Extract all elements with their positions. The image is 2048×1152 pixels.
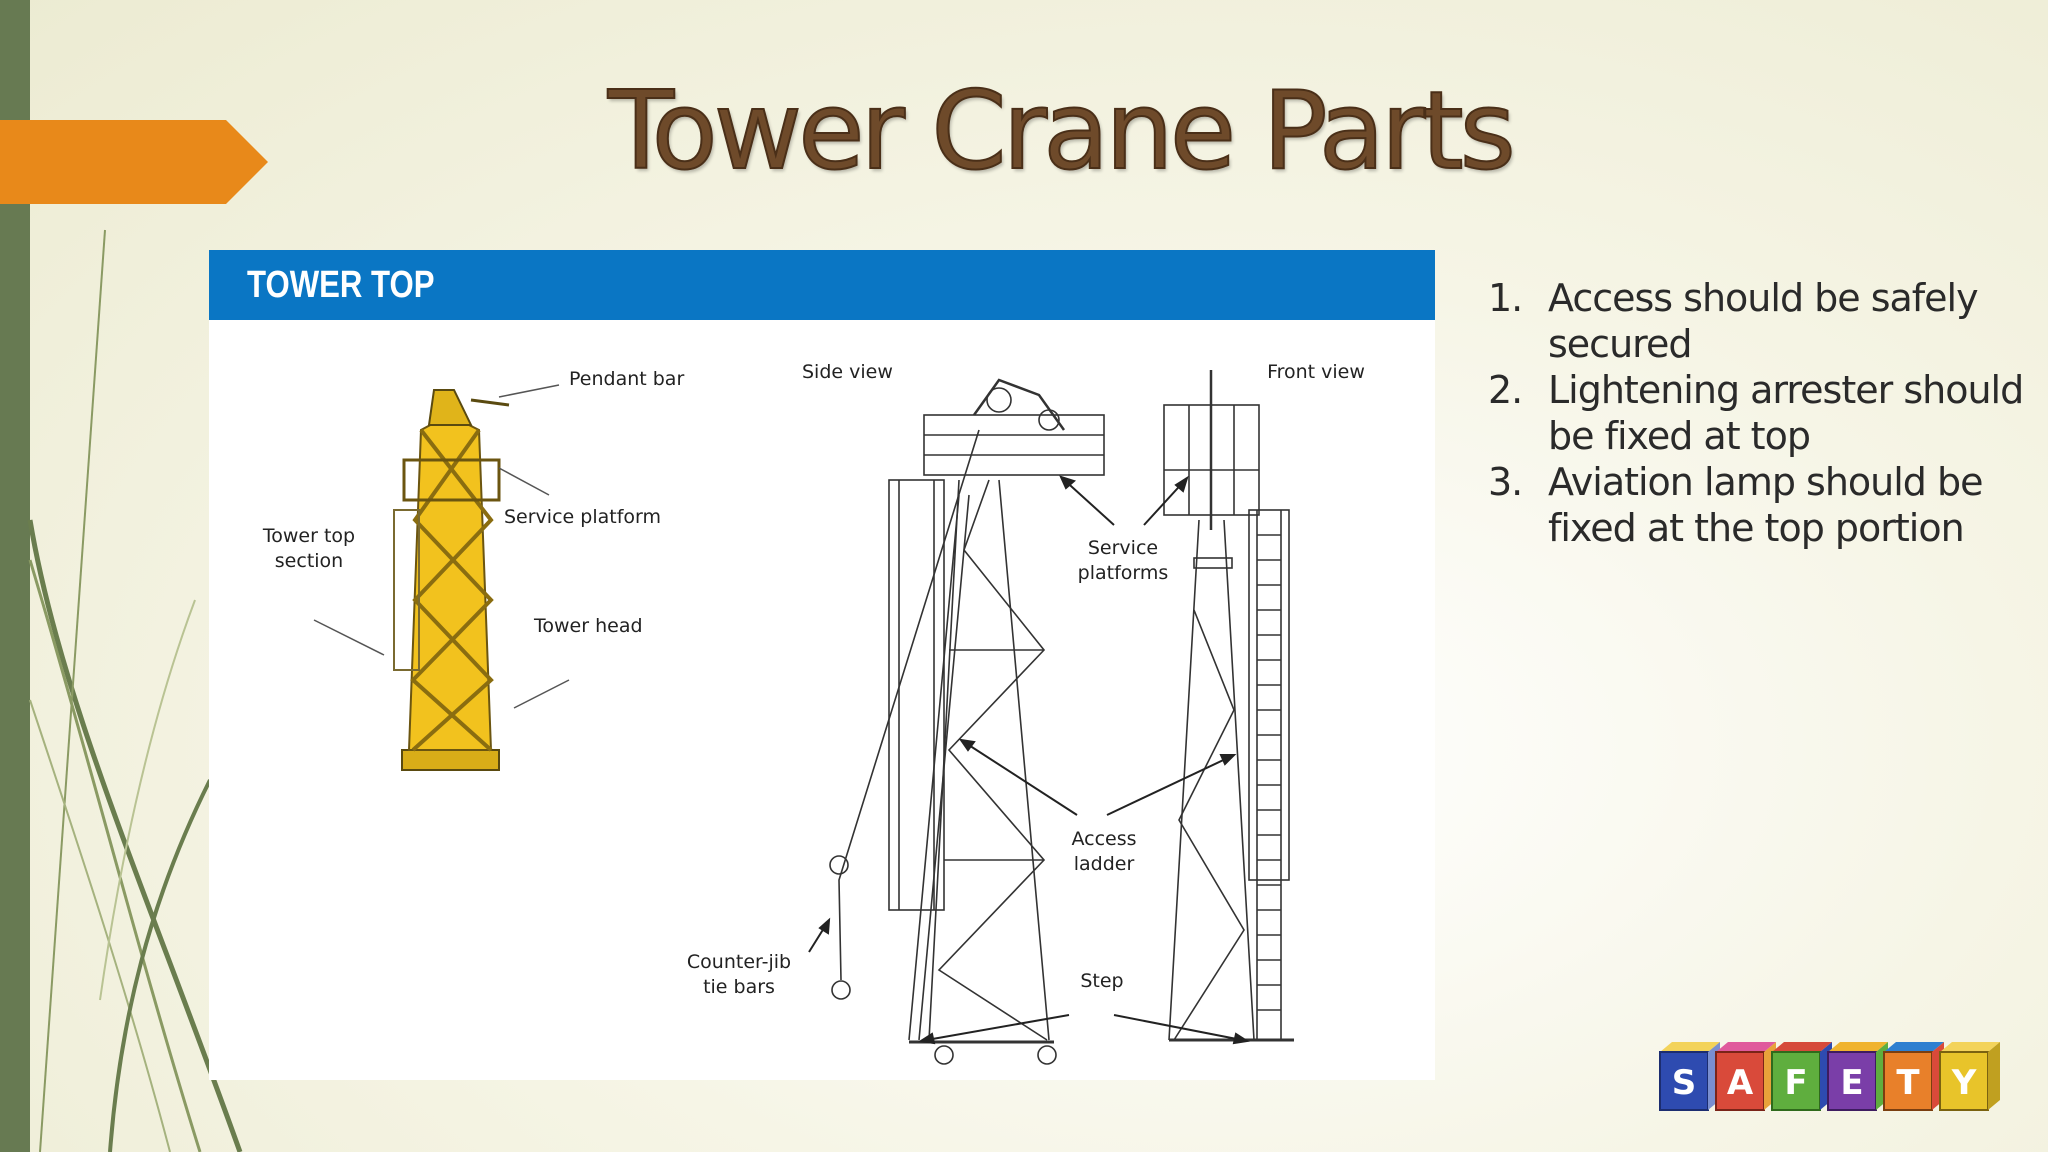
bullet-text-line2: secured <box>1548 322 1692 366</box>
label-tower-top-line2: section <box>275 550 343 572</box>
label-service-platform: Service platform <box>504 506 661 528</box>
label-pendant-bar: Pendant bar <box>569 368 684 390</box>
bullet-number: 3. <box>1488 460 1523 504</box>
block-letter-s: S <box>1672 1063 1697 1103</box>
bullet-number: 1. <box>1488 276 1523 320</box>
safety-block-s: S <box>1659 1042 1720 1111</box>
safety-block-e: E <box>1827 1042 1888 1111</box>
label-tower-top-line1: Tower top <box>262 525 355 547</box>
bullet-text-line1: Aviation lamp should be <box>1548 460 1984 504</box>
bullet-item: 2. Lightening arrester should be fixed a… <box>1488 367 2028 459</box>
block-letter-y: Y <box>1951 1063 1977 1103</box>
bullet-item: 1. Access should be safely secured <box>1488 275 2028 367</box>
safety-block-a: A <box>1715 1042 1776 1111</box>
label-service-platforms-line2: platforms <box>1078 562 1169 584</box>
bullet-text-line2: fixed at the top portion <box>1548 506 1965 550</box>
decorative-vines <box>27 229 243 1152</box>
label-step: Step <box>1080 970 1123 992</box>
label-service-platforms-line1: Service <box>1088 537 1158 559</box>
bullet-text-line2: be fixed at top <box>1548 414 1811 458</box>
label-side-view: Side view <box>802 361 893 383</box>
label-front-view: Front view <box>1267 361 1365 383</box>
bullet-number: 2. <box>1488 368 1523 412</box>
block-letter-t: T <box>1896 1063 1920 1103</box>
figure-banner: TOWER TOP <box>209 250 1435 320</box>
block-letter-e: E <box>1840 1063 1863 1103</box>
label-access-ladder-line2: ladder <box>1074 853 1135 875</box>
block-letter-a: A <box>1727 1063 1754 1103</box>
orange-arrow-tab <box>0 120 268 204</box>
block-letter-f: F <box>1784 1063 1807 1103</box>
figure-banner-title: TOWER TOP <box>247 264 435 306</box>
tower-top-diagram: Pendant bar Service platform Tower top s… <box>262 361 1365 1065</box>
bullet-item: 3. Aviation lamp should be fixed at the … <box>1488 459 2028 551</box>
label-counter-jib-line2: tie bars <box>703 976 775 998</box>
front-view-drawing <box>1163 370 1294 1042</box>
bullet-text-line1: Access should be safely <box>1548 276 1979 320</box>
label-tower-head: Tower head <box>533 615 643 637</box>
slide-title: Tower Crane Parts <box>607 69 1517 194</box>
bullet-text-line1: Lightening arrester should <box>1548 368 2024 412</box>
label-counter-jib-line1: Counter-jib <box>687 951 791 973</box>
bullet-list: 1. Access should be safely secured 2. Li… <box>1488 275 2028 551</box>
tower-top-figure: TOWER TOP <box>209 250 1435 1080</box>
safety-block-y: Y <box>1939 1042 2000 1111</box>
safety-block-f: F <box>1771 1042 1832 1111</box>
label-access-ladder-line1: Access <box>1071 828 1136 850</box>
safety-block-t: T <box>1883 1042 1944 1111</box>
safety-blocks-logo: S A F E T Y <box>1659 1042 2000 1111</box>
side-view-drawing <box>829 378 1105 1065</box>
yellow-tower-top-illustration <box>393 389 510 771</box>
